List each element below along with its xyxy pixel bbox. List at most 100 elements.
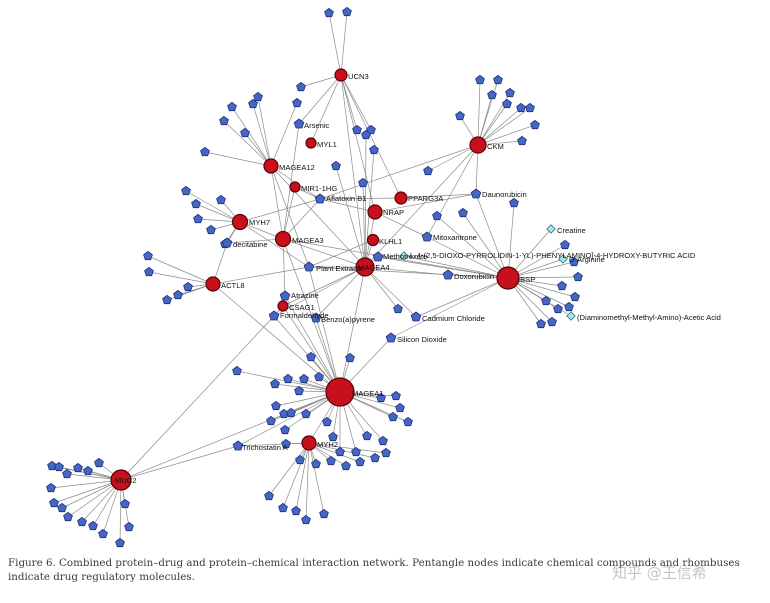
chemical-node-myh2-11: [370, 452, 380, 463]
edge-magea12-plantextracts: [270, 165, 310, 268]
chemical-node-magea1-19: [286, 407, 296, 418]
edge-ucn3-leaf-0: [328, 12, 342, 76]
node-label-creatine: Creatine: [557, 226, 586, 235]
chemical-node-ckm-3: [505, 87, 515, 98]
node-layer: [46, 6, 583, 548]
node-label-aflatoxin: Aflatoxin B1: [326, 194, 367, 203]
node-label-plantextracts: Plant Extracts: [316, 264, 363, 273]
chemical-node-ckm-6: [530, 119, 540, 130]
chemical-node-magea1-10: [335, 446, 345, 457]
chemical-node-silicon: [385, 332, 397, 343]
edge-magea3-decitabine: [226, 238, 284, 244]
edge-magea4-leaf-0: [335, 165, 366, 268]
regulatory-node-creatine: [546, 224, 556, 234]
edge-magea4-benzopyrene: [315, 266, 366, 319]
node-label-benzopyrene: Benzo(a)pyrene: [321, 315, 375, 324]
chemical-node-magea1-9: [328, 431, 338, 442]
edge-muc2-leaf-7: [53, 479, 122, 504]
edge-arsenic-magea3: [282, 123, 300, 240]
edge-ibsp-dpb: [403, 255, 509, 279]
gene-node-myh7: [231, 213, 249, 231]
node-label-atrazine: Atrazine: [291, 291, 319, 300]
chemical-node-muc2-7: [49, 497, 59, 508]
gene-node-ibsp: [496, 266, 520, 290]
gene-node-ucn3: [334, 68, 348, 82]
chemical-node-plantextracts: [303, 261, 315, 272]
gene-node-klhl1: [366, 233, 380, 247]
edge-muc2-formaldehyde: [120, 315, 275, 481]
edge-ibsp-leaf-10: [507, 202, 515, 279]
edge-actl8-plantextracts: [212, 266, 310, 285]
interaction-network-graph: UCN3MYL1MAGEA12MIR1-1HGMYH7MAGEA3ACTL8CS…: [46, 6, 721, 548]
chemical-node-myh2-3: [301, 514, 311, 525]
edge-magea3-aflatoxin: [282, 198, 321, 240]
chemical-node-magea4-0: [331, 160, 341, 171]
edge-magea1-csag1: [282, 305, 341, 393]
chemical-node-muc2-6: [46, 482, 56, 493]
chemical-node-magea4-3: [361, 129, 371, 140]
edge-magea1-plantextracts: [308, 266, 341, 393]
node-label-magea12: MAGEA12: [279, 163, 315, 172]
chemical-node-magea1-23: [306, 351, 316, 362]
chemical-node-magea1-22: [345, 352, 355, 363]
edge-ckm-magea4: [364, 144, 479, 268]
chemical-node-benzopyrene: [310, 312, 322, 323]
edge-muc2-leaf-8: [61, 479, 122, 509]
edge-ckm-mitoxantrone: [426, 144, 479, 238]
node-label-decitabine: decitabine: [233, 240, 268, 249]
chemical-node-ckm-8: [502, 98, 512, 109]
chemical-node-magea1-18: [376, 392, 386, 403]
edge-nrap-daunorubicin: [374, 193, 477, 213]
edge-ibsp-magea3: [282, 238, 509, 279]
chemical-node-magea12-6: [253, 91, 263, 102]
edge-myh7-leaf-0: [185, 190, 241, 223]
chemical-node-myh2-6: [295, 454, 305, 465]
node-label-trichostatin: Trichostatin A: [242, 443, 289, 452]
edge-ibsp-leaf-3: [507, 277, 576, 298]
edge-ucn3-leaf-3: [340, 74, 358, 131]
chemical-node-formaldehyde: [268, 310, 280, 321]
edge-actl8-leaf-1: [148, 271, 214, 285]
chemical-node-actl8-4: [183, 281, 193, 292]
chemical-node-magea1-12: [362, 430, 372, 441]
node-label-daunorubicin: Daunorubicin: [482, 190, 527, 199]
chemical-node-ckm-5: [525, 102, 535, 113]
gene-node-magea12: [263, 158, 279, 174]
chemical-node-actl8-0: [143, 250, 153, 261]
gene-node-magea1: [325, 377, 355, 407]
chemical-node-magea1-3: [271, 400, 281, 411]
edge-myh2-leaf-10: [308, 442, 361, 463]
gene-node-mir1_1hg: [289, 181, 301, 193]
chemical-node-magea1-16: [395, 402, 405, 413]
chemical-node-magea1-2: [294, 385, 304, 396]
chemical-node-muc2-1: [54, 461, 64, 472]
chemical-node-muc2-11: [88, 520, 98, 531]
chemical-node-ibsp-3: [570, 291, 580, 302]
chemical-node-magea1-17: [391, 390, 401, 401]
edge-magea4-magea1: [339, 266, 366, 393]
gene-node-magea4: [355, 257, 375, 277]
node-label-doxorubicin: Doxorubicin: [454, 272, 494, 281]
edge-magea12-magea3: [270, 165, 284, 240]
chemical-node-muc2-15: [120, 498, 130, 509]
chemical-node-ucn3-3: [352, 124, 362, 135]
node-label-dmaa: (Diaminomethyl-Methyl-Amino)-Acetic Acid: [577, 313, 721, 322]
edge-ibsp-silicon: [390, 277, 509, 339]
chemical-node-arsenic: [293, 118, 305, 129]
chemical-node-magea12-0: [227, 101, 237, 112]
gene-node-ppargc1a: [394, 191, 408, 205]
chemical-node-atrazine: [279, 290, 291, 301]
chemical-node-magea1-21: [232, 365, 242, 376]
chemical-node-muc2-9: [63, 511, 73, 522]
chemical-node-magea1-0: [270, 378, 280, 389]
chemical-node-doxorubicin: [442, 269, 454, 280]
chemical-node-actl8-3: [173, 289, 183, 300]
chemical-node-muc2-0: [47, 460, 57, 471]
chemical-node-magea1-13: [378, 435, 388, 446]
gene-node-magea3: [274, 230, 292, 248]
gene-node-nrap: [367, 204, 383, 220]
chemical-node-decitabine: [221, 237, 233, 248]
chemical-node-magea1-11: [351, 446, 361, 457]
chemical-node-myh2-8: [326, 455, 336, 466]
node-label-dpb: L-4-(2,5-DIOXO-PYRROLIDIN-1-YL)-PHENYLAM…: [410, 251, 696, 260]
